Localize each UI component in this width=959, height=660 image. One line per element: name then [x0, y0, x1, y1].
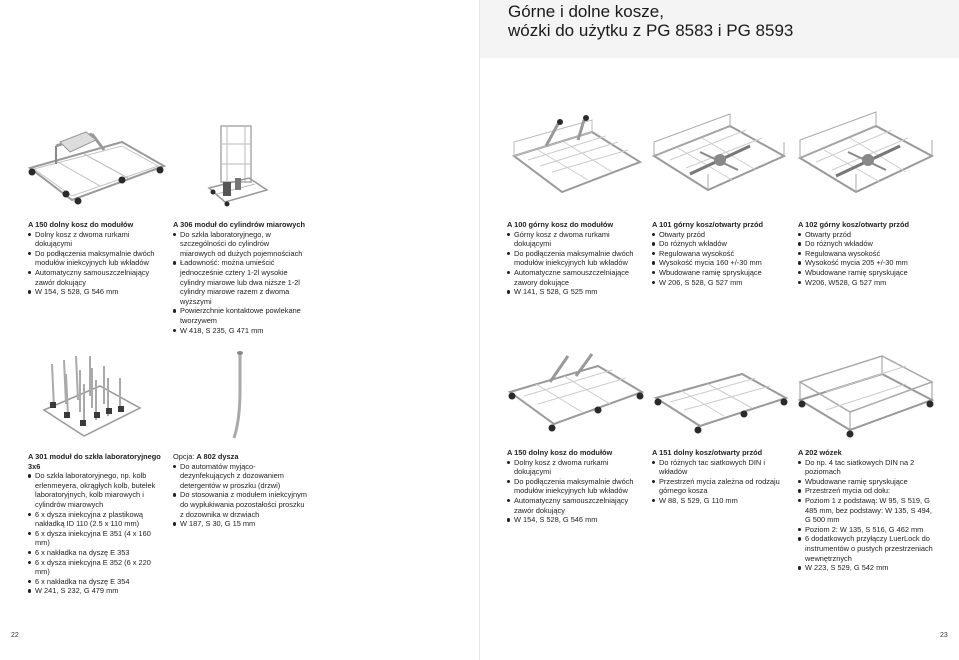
- a150-lower-basket-image: [26, 128, 168, 208]
- bullet-item: Dolny kosz z dwoma rurkami dokującymi: [507, 458, 639, 477]
- bullet-item: Przestrzeń mycia zależna od rodzaju górn…: [652, 477, 784, 496]
- bullet-item: Wysokość mycia 160 +/-30 mm: [652, 258, 788, 268]
- product-title: A 151 dolny kosz/otwarty przód: [652, 448, 763, 457]
- bullet-item: W 187, S 30, G 15 mm: [173, 519, 309, 529]
- product-a102: A 102 górny kosz/otwarty przód Otwarty p…: [798, 220, 938, 287]
- bullet-item: 6 x nakładka na dyszę E 353: [28, 548, 164, 558]
- bullet-item: W 418, S 235, G 471 mm: [173, 326, 305, 336]
- bullet-item: Automatyczny samouszczelniający zawór do…: [28, 268, 156, 287]
- product-a100: A 100 górny kosz do modułów Górny kosz z…: [507, 220, 639, 297]
- bullet-item: Dolny kosz z dwoma rurkami dokującymi: [28, 230, 156, 249]
- bullet-item: Do automatów myjąco-dezynfekujących z do…: [173, 462, 309, 491]
- product-a150-2: A 150 dolny kosz do modułów Dolny kosz z…: [507, 448, 639, 525]
- product-title: A 100 górny kosz do modułów: [507, 220, 614, 229]
- bullet-item: Regulowana wysokość: [798, 249, 938, 259]
- a151-lower-basket-image: [652, 366, 790, 436]
- product-a202: A 202 wózek Do np. 4 tac siatkowych DIN …: [798, 448, 936, 573]
- product-a301: A 301 moduł do szkła laboratoryjnego 3x6…: [28, 452, 164, 596]
- bullet-item: 6 x dysza iniekcyjna E 351 (4 x 160 mm): [28, 529, 164, 548]
- bullet-item: W 241, S 232, G 479 mm: [28, 586, 164, 596]
- product-bullets: Do różnych tac siatkowych DIN i wkładów …: [652, 458, 784, 506]
- bullet-item: Do różnych wkładów: [652, 239, 788, 249]
- product-a306: A 306 moduł do cylindrów miarowych Do sz…: [173, 220, 305, 335]
- a102-upper-basket-image: [796, 110, 936, 206]
- bullet-item: Ładowność: można umieścić jednocześnie c…: [173, 258, 305, 306]
- product-bullets: Otwarty przód Do różnych wkładów Regulow…: [652, 230, 788, 288]
- bullet-item: Do różnych tac siatkowych DIN i wkładów: [652, 458, 784, 477]
- a101-upper-basket-image: [650, 112, 788, 204]
- bullet-item: Wbudowane ramię spryskujące: [652, 268, 788, 278]
- bullet-item: W 154, S 528, G 546 mm: [28, 287, 156, 297]
- a100-upper-basket-image: [508, 112, 644, 202]
- bullet-item: Wbudowane ramię spryskujące: [798, 477, 936, 487]
- bullet-item: W 154, S 528, G 546 mm: [507, 515, 639, 525]
- page-number-left: 22: [11, 632, 19, 639]
- bullet-item: Powierzchnie kontaktowe powlekane tworzy…: [173, 306, 305, 325]
- product-bullets: Do szkła laboratoryjnego, np. kolb erlen…: [28, 471, 164, 596]
- bullet-item: Wbudowane ramię spryskujące: [798, 268, 938, 278]
- bullet-item: W 141, S 528, G 525 mm: [507, 287, 639, 297]
- bullet-item: W 88, S 529, G 110 mm: [652, 496, 784, 506]
- product-a150: A 150 dolny kosz do modułów Dolny kosz z…: [28, 220, 156, 297]
- bullet-item: Automatyczny samouszczelniający zawór do…: [507, 496, 639, 515]
- product-a802: Opcja: A 802 dysza Do automatów myjąco-d…: [173, 452, 309, 529]
- product-title: A 202 wózek: [798, 448, 842, 457]
- bullet-item: Otwarty przód: [798, 230, 938, 240]
- product-bullets: Do szkła laboratoryjnego, w szczególnośc…: [173, 230, 305, 336]
- page-number-right: 23: [940, 632, 948, 639]
- bullet-item: W 206, S 528, G 527 mm: [652, 278, 788, 288]
- product-bullets: Otwarty przód Do różnych wkładów Regulow…: [798, 230, 938, 288]
- product-bullets: Górny kosz z dwoma rurkami dokującymi Do…: [507, 230, 639, 297]
- bullet-item: 6 x dysza iniekcyjna z plastikową nakład…: [28, 510, 164, 529]
- bullet-item: Do podłączenia maksymalnie dwóch modułów…: [28, 249, 156, 268]
- a202-trolley-image: [796, 352, 936, 438]
- a150-lower-basket-image-2: [506, 352, 646, 436]
- bullet-item: Do stosowania z modułem iniekcyjnym do w…: [173, 490, 309, 519]
- product-title: A 306 moduł do cylindrów miarowych: [173, 220, 305, 229]
- a802-nozzle-image: [226, 350, 256, 440]
- product-title-text: A 802 dysza: [196, 452, 239, 461]
- bullet-item: Górny kosz z dwoma rurkami dokującymi: [507, 230, 639, 249]
- a306-cylinder-module-image: [205, 120, 269, 212]
- bullet-item: 6 dodatkowych przyłączy LuerLock do inst…: [798, 534, 936, 563]
- page-gutter: [479, 0, 480, 660]
- page-title-line-2: wózki do użytku z PG 8583 i PG 8593: [508, 21, 794, 40]
- bullet-item: Do szkła laboratoryjnego, np. kolb erlen…: [28, 471, 164, 509]
- product-a151: A 151 dolny kosz/otwarty przód Do różnyc…: [652, 448, 784, 506]
- bullet-item: Poziom 2: W 135, S 516, G 462 mm: [798, 525, 936, 535]
- header-band: [479, 0, 959, 58]
- bullet-item: Do różnych wkładów: [798, 239, 938, 249]
- bullet-item: W 223, S 529, G 542 mm: [798, 563, 936, 573]
- bullet-item: 6 x nakładka na dyszę E 354: [28, 577, 164, 587]
- a301-glassware-module-image: [40, 350, 144, 442]
- page-title-line-1: Górne i dolne kosze,: [508, 2, 664, 21]
- product-a101: A 101 górny kosz/otwarty przód Otwarty p…: [652, 220, 788, 287]
- bullet-item: Wysokość mycia 205 +/-30 mm: [798, 258, 938, 268]
- product-title: A 301 moduł do szkła laboratoryjnego 3x6: [28, 452, 161, 471]
- bullet-item: Do np. 4 tac siatkowych DIN na 2 pozioma…: [798, 458, 936, 477]
- product-bullets: Do automatów myjąco-dezynfekujących z do…: [173, 462, 309, 529]
- product-bullets: Do np. 4 tac siatkowych DIN na 2 pozioma…: [798, 458, 936, 573]
- product-title: A 102 górny kosz/otwarty przód: [798, 220, 910, 229]
- bullet-item: Do podłączenia maksymalnie dwóch modułów…: [507, 249, 639, 268]
- bullet-item: Przestrzeń mycia od dołu:: [798, 486, 936, 496]
- bullet-item: W206, W528, G 527 mm: [798, 278, 938, 288]
- bullet-item: 6 x dysza iniekcyjna E 352 (6 x 220 mm): [28, 558, 164, 577]
- bullet-item: Automatyczne samouszczelniające zawory d…: [507, 268, 639, 287]
- product-title: A 150 dolny kosz do modułów: [28, 220, 134, 229]
- product-bullets: Dolny kosz z dwoma rurkami dokującymi Do…: [28, 230, 156, 297]
- bullet-item: Do podłączenia maksymalnie dwóch modułów…: [507, 477, 639, 496]
- page-title: Górne i dolne kosze, wózki do użytku z P…: [508, 2, 948, 40]
- product-bullets: Dolny kosz z dwoma rurkami dokującymi Do…: [507, 458, 639, 525]
- option-prefix: Opcja:: [173, 452, 197, 461]
- product-title: A 150 dolny kosz do modułów: [507, 448, 613, 457]
- bullet-item: Otwarty przód: [652, 230, 788, 240]
- product-title: A 101 górny kosz/otwarty przód: [652, 220, 764, 229]
- bullet-item: Do szkła laboratoryjnego, w szczególnośc…: [173, 230, 305, 259]
- product-title: Opcja: A 802 dysza: [173, 452, 309, 462]
- bullet-item: Poziom 1 z podstawą: W 95, S 519, G 485 …: [798, 496, 936, 525]
- bullet-item: Regulowana wysokość: [652, 249, 788, 259]
